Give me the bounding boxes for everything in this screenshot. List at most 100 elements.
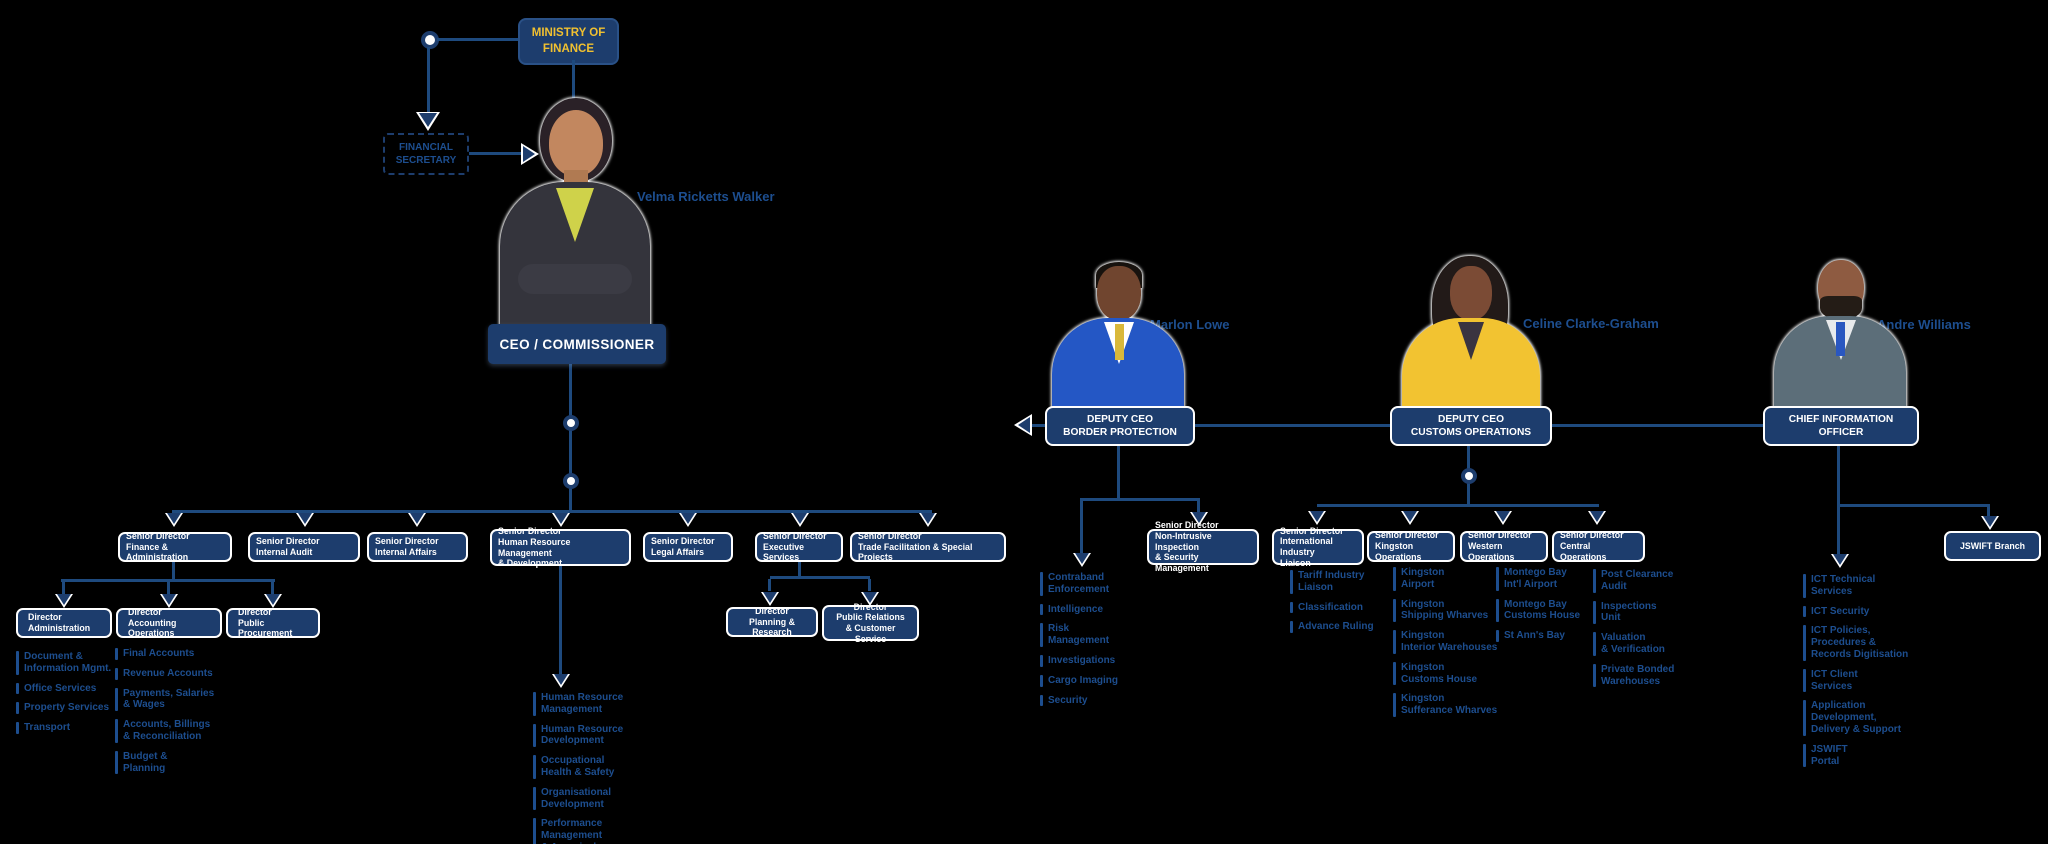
unit-label: Document & Information Mgmt. [24,651,112,674]
unit-item: Valuation & Verification [1593,632,1699,656]
deputy-customs-name: Celine Clarke-Graham [1523,316,1659,331]
unit-item: Montego Bay Int'l Airport [1496,567,1602,591]
arrow-down-icon [761,592,779,606]
bullet-bar-icon [1803,574,1806,598]
bullet-bar-icon [533,755,536,779]
unit-item: Document & Information Mgmt. [16,651,116,675]
bullet-bar-icon [1040,654,1043,667]
bullet-bar-icon [115,648,118,660]
arrow-down-icon [165,513,183,527]
unit-item: Application Development, Delivery & Supp… [1803,700,1921,736]
bullet-bar-icon [1593,600,1596,625]
bullet-bar-icon [16,702,19,715]
bullet-bar-icon [533,818,536,844]
unit-item: Final Accounts [115,648,227,660]
arrow-down-icon [919,513,937,527]
ceo-photo [500,96,650,326]
connector-line [1080,498,1200,501]
connector-line [1117,446,1120,500]
unit-list-administration: Document & Information Mgmt. Office Servi… [16,651,116,742]
unit-label: Tariff Industry Liaison [1298,570,1365,593]
arrow-down-icon [1401,511,1419,525]
unit-label: ICT Security [1811,605,1870,617]
senior-director-internal-affairs-box: Senior Director Internal Affairs [367,532,468,562]
connector-line [1197,501,1200,512]
unit-label: Property Services [24,702,110,714]
unit-label: Kingston Shipping Wharves [1401,598,1489,622]
bullet-bar-icon [1593,632,1596,656]
bullet-bar-icon [1040,623,1043,647]
bullet-bar-icon [1803,700,1806,736]
deputy-customs-photo [1402,256,1540,408]
director-procurement-box: Director Public Procurement [226,607,320,638]
bullet-bar-icon [16,682,19,695]
unit-label: ICT Policies, Procedures & Records Digit… [1811,625,1909,660]
unit-item: Kingston Shipping Wharves [1393,598,1505,623]
bullet-bar-icon [1593,663,1596,688]
unit-item: Payments, Salaries & Wages [115,687,227,712]
arrow-down-icon [1981,516,1999,530]
unit-label: Performance Management & Appraisals [541,818,603,844]
unit-item: Advance Ruling [1290,621,1386,634]
connector-node-circle [563,473,579,489]
bullet-bar-icon [1290,621,1293,634]
bullet-bar-icon [1393,567,1396,591]
deputy-ceo-border-protection-box: DEPUTY CEO BORDER PROTECTION [1045,406,1195,446]
bullet-bar-icon [1803,605,1806,618]
arrow-down-icon [1588,511,1606,525]
unit-label: Revenue Accounts [123,667,213,679]
ceo-commissioner-box: CEO / COMMISSIONER [488,324,666,364]
arrow-right-icon [521,143,539,165]
unit-item: Private Bonded Warehouses [1593,663,1699,688]
unit-item: ICT Security [1803,605,1921,618]
arrow-down-icon [861,592,879,606]
unit-item: Montego Bay Customs House [1496,598,1602,623]
arrow-down-icon [552,513,570,527]
unit-item: Occupational Health & Safety [533,755,645,779]
unit-label: Kingston Interior Warehouses [1401,630,1498,653]
unit-item: Budget & Planning [115,750,227,775]
unit-label: ICT Technical Services [1811,574,1876,597]
connector-line [1840,504,1990,507]
unit-label: Contraband Enforcement [1048,572,1110,595]
arrow-down-icon [1308,511,1326,525]
unit-label: Intelligence [1048,603,1104,615]
unit-label: Occupational Health & Safety [541,755,615,778]
unit-label: Cargo Imaging [1048,674,1119,686]
unit-label: Application Development, Delivery & Supp… [1811,700,1902,735]
arrow-down-icon [1073,553,1091,567]
unit-label: Human Resource Development [541,723,624,747]
unit-label: Private Bonded Warehouses [1601,663,1675,687]
unit-label: Inspections Unit [1601,600,1657,624]
unit-item: ICT Policies, Procedures & Records Digit… [1803,625,1921,661]
bullet-bar-icon [1593,569,1596,593]
unit-item: Revenue Accounts [115,667,227,680]
bullet-bar-icon [16,651,19,675]
deputy-ceo-customs-operations-box: DEPUTY CEO CUSTOMS OPERATIONS [1390,406,1552,446]
connector-line [572,60,575,112]
unit-item: Kingston Interior Warehouses [1393,630,1505,654]
unit-item: ICT Client Services [1803,668,1921,693]
bullet-bar-icon [1393,661,1396,686]
unit-label: Office Services [24,682,97,694]
unit-label: Security [1048,694,1088,706]
unit-item: Accounts, Billings & Reconciliation [115,719,227,743]
connector-line [437,38,518,41]
unit-item: Human Resource Development [533,723,645,748]
unit-item: Tariff Industry Liaison [1290,570,1386,594]
unit-item: St Ann's Bay [1496,630,1602,642]
unit-label: Post Clearance Audit [1601,569,1674,592]
arrow-down-icon [416,112,440,131]
bullet-bar-icon [533,723,536,748]
connector-line [172,510,932,513]
bullet-bar-icon [1290,601,1293,614]
unit-item: JSWIFT Portal [1803,743,1921,768]
connector-line [61,579,275,582]
deputy-border-photo [1052,262,1184,408]
arrow-down-icon [1494,511,1512,525]
